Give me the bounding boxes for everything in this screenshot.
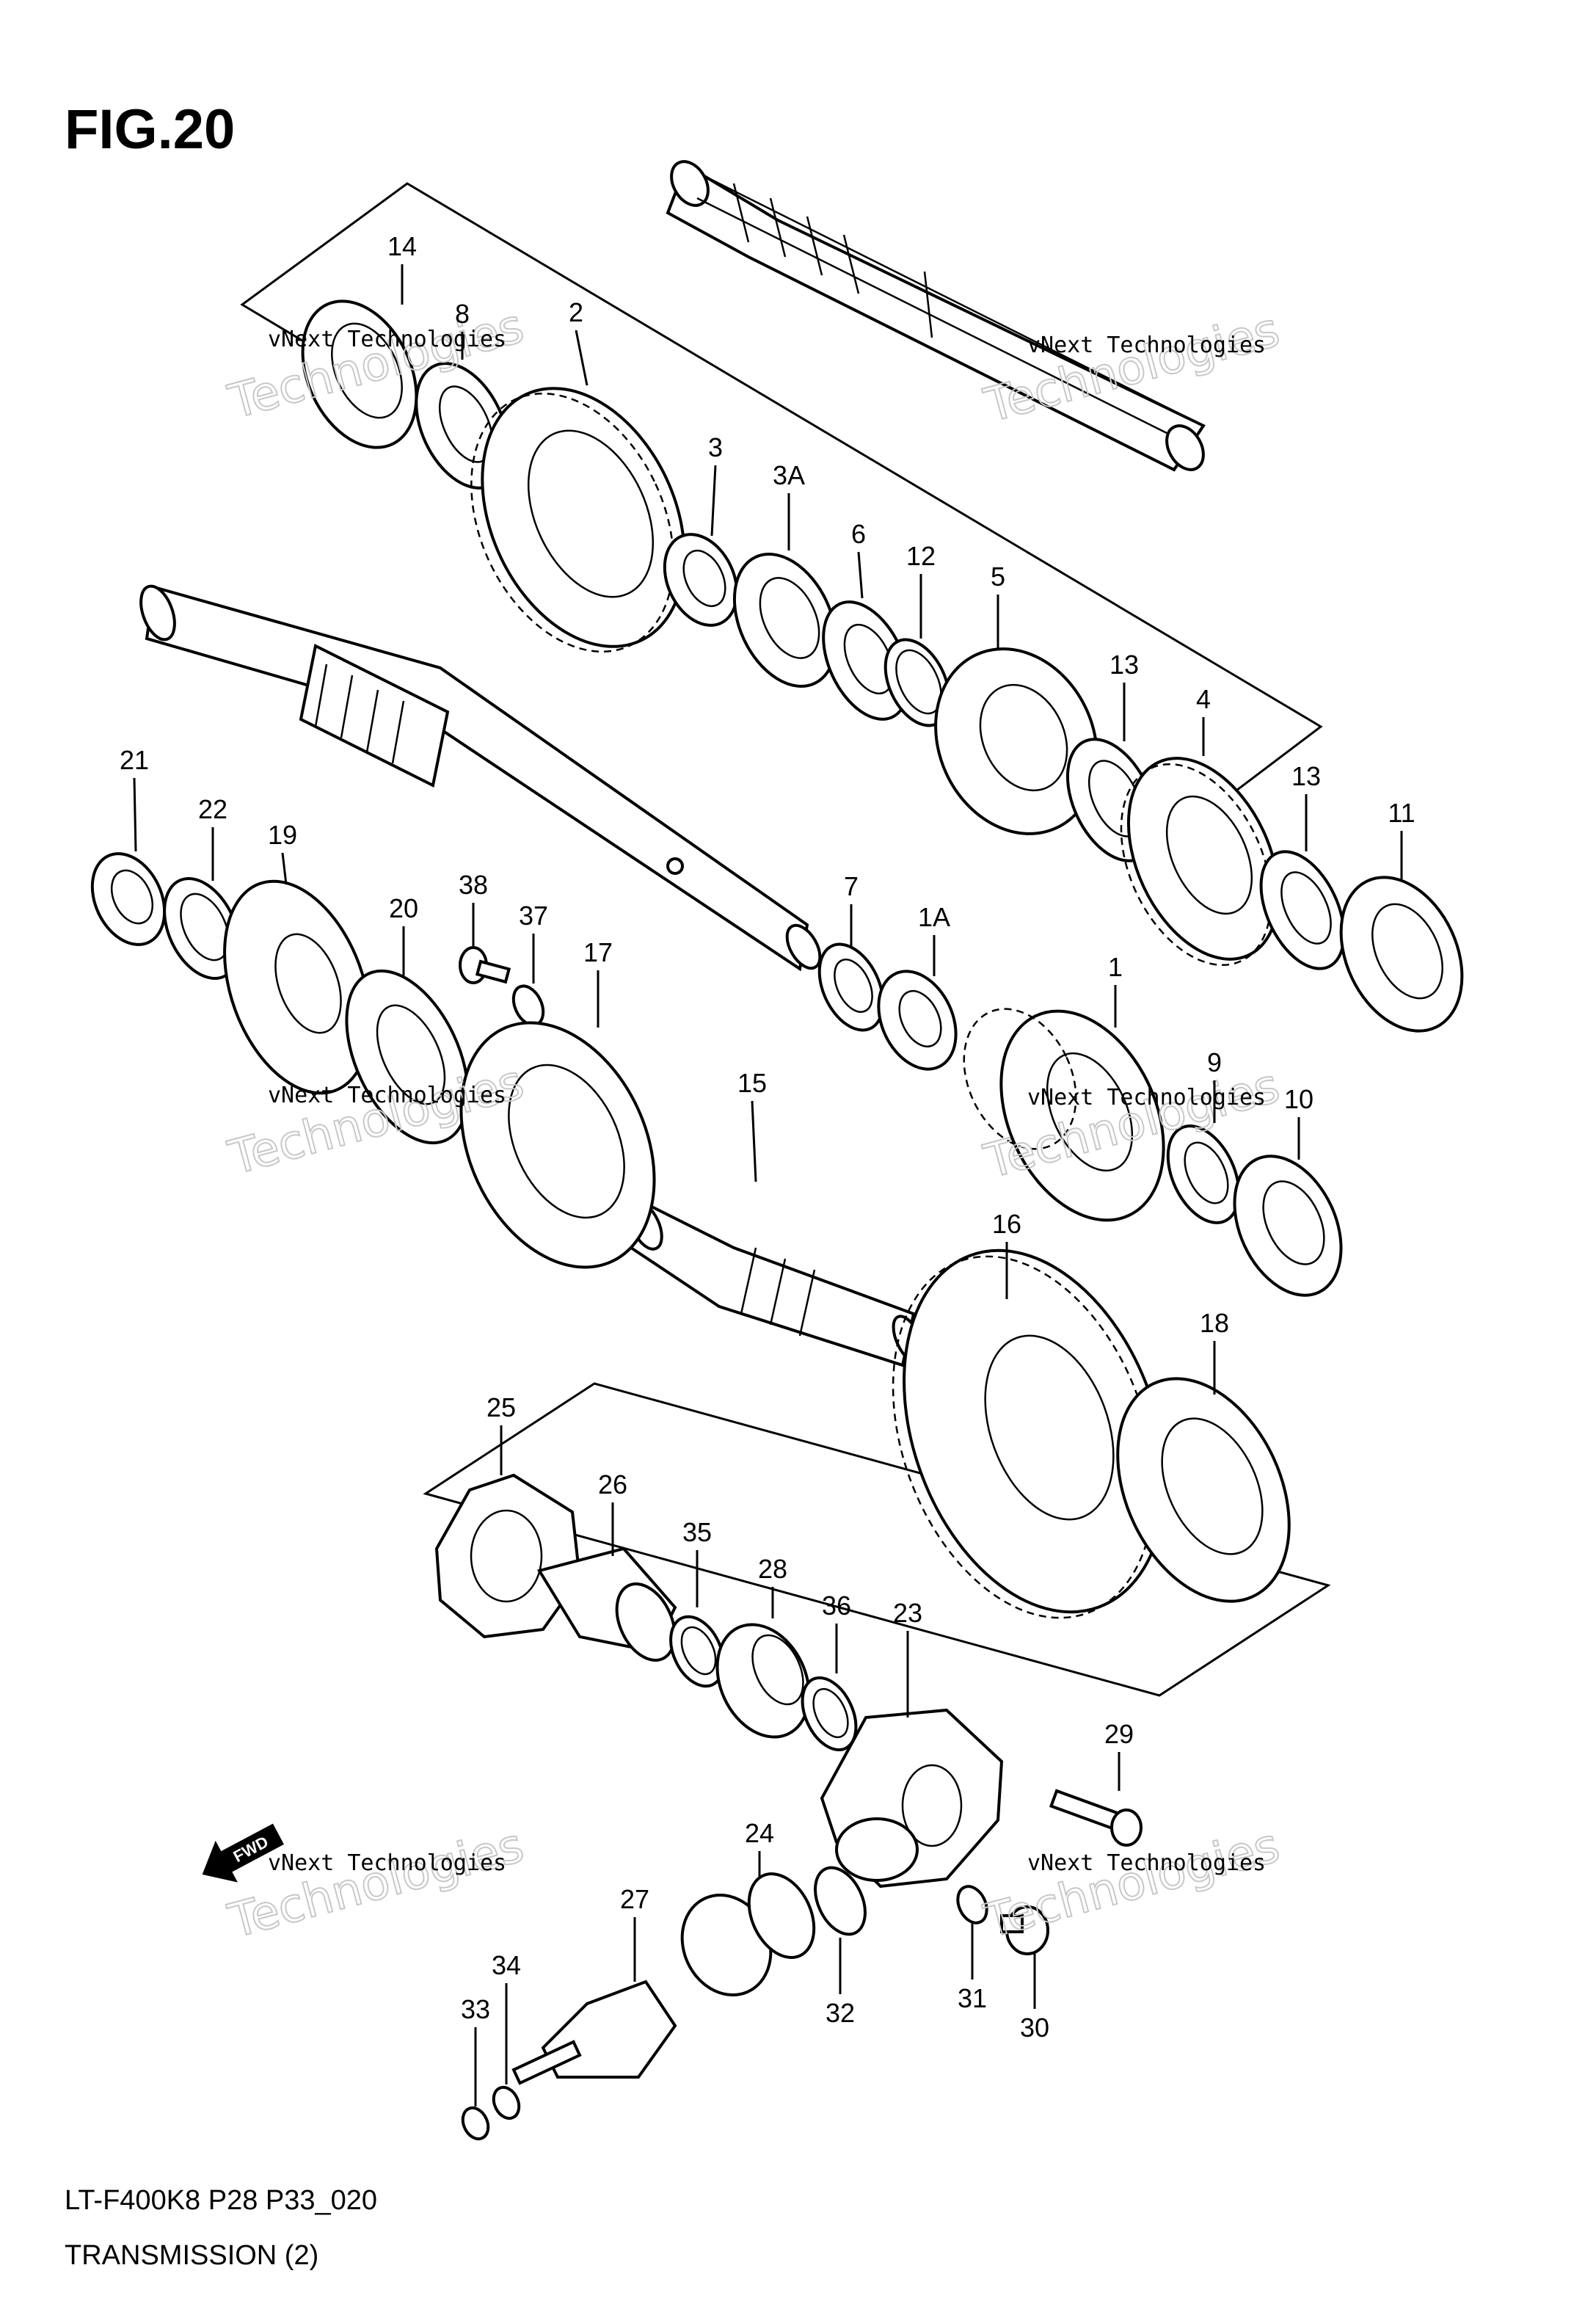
callout-30: 30 xyxy=(1020,2013,1049,2043)
part-1a-needle-bearing xyxy=(877,970,958,1071)
callout-29: 29 xyxy=(1104,1719,1134,1749)
callout-leader-15 xyxy=(751,1100,757,1182)
callout-16: 16 xyxy=(992,1209,1021,1239)
callout-32: 32 xyxy=(826,1998,855,2028)
callout-leader-6 xyxy=(857,551,864,599)
part-14-bearing xyxy=(301,299,418,449)
part-21-nut xyxy=(90,852,167,946)
part-23-housing xyxy=(820,1708,1004,1889)
part-4-gear xyxy=(1120,757,1280,967)
callout-7: 7 xyxy=(844,871,859,901)
callout-8: 8 xyxy=(455,299,470,329)
callout-34: 34 xyxy=(492,1950,521,1980)
callout-13: 13 xyxy=(1109,650,1139,680)
part-5-gear xyxy=(934,647,1098,835)
part-18-bearing xyxy=(1116,1377,1291,1603)
svg-text:vNext Technologies: vNext Technologies xyxy=(268,1083,506,1108)
callout-36: 36 xyxy=(822,1591,851,1621)
callout-leader-19 xyxy=(281,852,288,885)
callout-10: 10 xyxy=(1284,1084,1313,1114)
callout-3a: 3A xyxy=(773,460,805,490)
part-22-washer xyxy=(163,877,241,980)
callout-1a: 1A xyxy=(918,902,950,932)
svg-text:vNext Technologies: vNext Technologies xyxy=(1027,332,1266,358)
forward-direction-arrow-icon: FWD xyxy=(202,1823,284,1883)
callout-20: 20 xyxy=(389,893,418,923)
callout-1: 1 xyxy=(1108,952,1123,982)
part-31-washer xyxy=(956,1885,988,1924)
part-30-plug xyxy=(1000,1905,1049,1955)
part-26-gear xyxy=(536,1546,677,1662)
model-code: LT-F400K8 P28 P33_020 xyxy=(65,2185,377,2216)
part-7-washer xyxy=(817,942,885,1032)
figure-title: FIG.20 xyxy=(65,98,235,161)
callout-19: 19 xyxy=(268,820,297,850)
part-33-washer xyxy=(461,2106,490,2141)
callout-22: 22 xyxy=(198,794,227,824)
callout-21: 21 xyxy=(120,745,149,775)
callout-4: 4 xyxy=(1196,684,1211,714)
countershaft xyxy=(666,160,1206,472)
part-32-oring xyxy=(814,1866,867,1936)
part-24-sleeve xyxy=(680,1872,816,1997)
callout-leader-3 xyxy=(710,465,717,537)
part-1-gear xyxy=(963,1008,1165,1222)
part-13-washer-right xyxy=(1259,850,1346,970)
callout-31: 31 xyxy=(958,1983,987,2013)
callout-33: 33 xyxy=(461,1994,490,2024)
svg-text:vNext Technologies: vNext Technologies xyxy=(268,327,506,352)
callout-24: 24 xyxy=(745,1818,774,1848)
part-20-washer xyxy=(345,969,470,1145)
part-25-gasket xyxy=(434,1473,582,1639)
callout-leader-2 xyxy=(575,330,589,386)
callout-6: 6 xyxy=(851,519,866,549)
callout-26: 26 xyxy=(598,1469,627,1499)
callout-38: 38 xyxy=(459,870,488,900)
part-38-bolt xyxy=(459,946,511,984)
svg-text:vNext Technologies: vNext Technologies xyxy=(1027,1085,1266,1110)
callout-23: 23 xyxy=(893,1598,922,1628)
part-35-oring xyxy=(669,1615,725,1688)
part-29-bolt xyxy=(1049,1789,1143,1847)
callout-5: 5 xyxy=(991,561,1005,592)
figure-caption: TRANSMISSION (2) xyxy=(65,2240,318,2271)
callout-37: 37 xyxy=(519,901,548,931)
part-3a-needle-bearing xyxy=(732,553,838,688)
part-10-bearing xyxy=(1233,1155,1343,1297)
callout-27: 27 xyxy=(620,1884,649,1914)
part-17-bearing xyxy=(459,1021,656,1269)
svg-text:vNext Technologies: vNext Technologies xyxy=(268,1850,506,1876)
part-2-gear xyxy=(470,387,686,653)
part-12-circlip xyxy=(883,638,951,727)
callout-17: 17 xyxy=(583,937,613,967)
callout-3: 3 xyxy=(708,432,723,462)
part-28-bushing xyxy=(715,1623,811,1739)
callout-35: 35 xyxy=(682,1517,712,1547)
part-3-bushing xyxy=(663,533,739,627)
part-9-washer xyxy=(1166,1124,1241,1224)
part-36-oring xyxy=(801,1676,858,1752)
output-shaft xyxy=(628,1201,925,1367)
part-19-gear xyxy=(223,879,371,1095)
mainshaft xyxy=(139,584,822,972)
callout-12: 12 xyxy=(906,541,936,571)
part-11-bearing xyxy=(1339,876,1464,1033)
callout-14: 14 xyxy=(387,231,417,261)
callout-9: 9 xyxy=(1207,1047,1222,1077)
callout-15: 15 xyxy=(737,1068,767,1098)
callout-18: 18 xyxy=(1200,1308,1229,1338)
callout-28: 28 xyxy=(758,1554,787,1584)
callout-13: 13 xyxy=(1291,761,1321,791)
callout-11: 11 xyxy=(1388,798,1415,828)
callout-leader-21 xyxy=(133,777,137,852)
callout-25: 25 xyxy=(487,1392,516,1422)
callout-2: 2 xyxy=(569,297,583,327)
parts xyxy=(90,299,1464,2141)
svg-text:vNext Technologies: vNext Technologies xyxy=(1027,1850,1266,1876)
part-27-gear xyxy=(511,1980,677,2085)
part-34-washer xyxy=(492,2085,521,2120)
